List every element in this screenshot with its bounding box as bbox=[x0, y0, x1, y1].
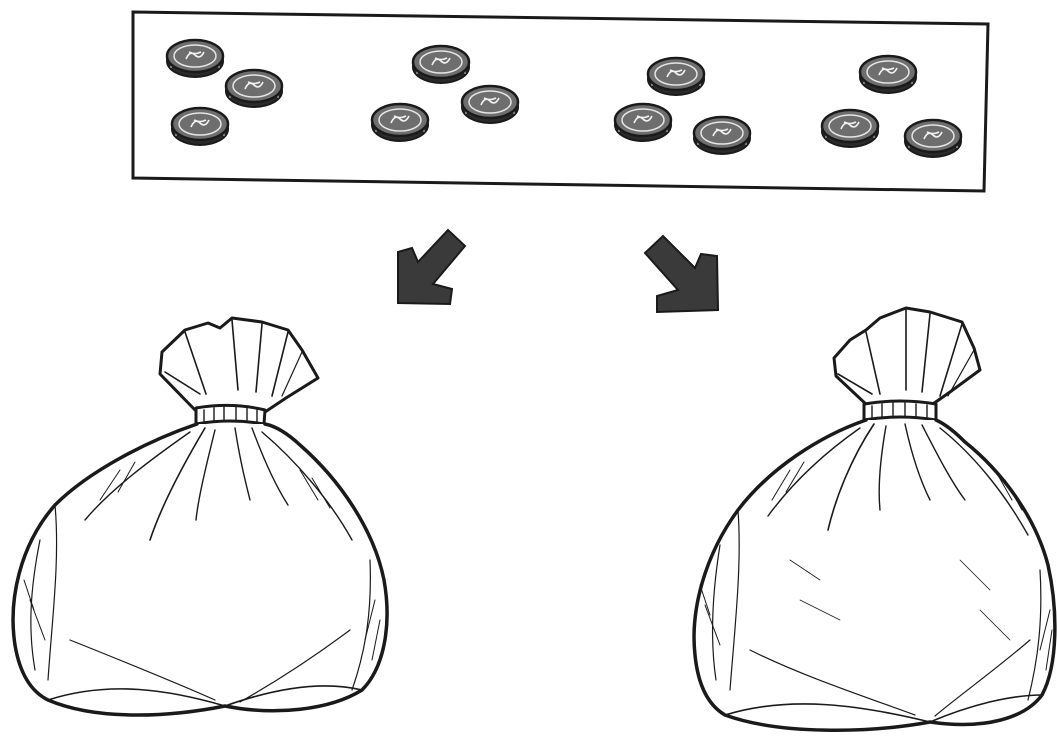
coin-icon bbox=[822, 110, 878, 147]
coin-icon bbox=[462, 86, 518, 123]
coin-icon bbox=[648, 58, 704, 95]
coin-icon bbox=[860, 56, 916, 93]
coin-icon bbox=[905, 120, 961, 157]
arrow-right-icon bbox=[645, 236, 718, 312]
arrow-left-icon bbox=[398, 230, 465, 304]
coin-icon bbox=[172, 108, 228, 145]
coin-icon bbox=[226, 70, 282, 107]
bag-right bbox=[694, 308, 1055, 730]
coin-icon bbox=[372, 104, 428, 141]
bag-left bbox=[13, 318, 387, 715]
coin-icon bbox=[694, 117, 750, 154]
coin-icon bbox=[167, 40, 223, 77]
coin-icon bbox=[413, 46, 469, 83]
coin-icon bbox=[615, 104, 671, 141]
coin-tray bbox=[133, 12, 988, 191]
